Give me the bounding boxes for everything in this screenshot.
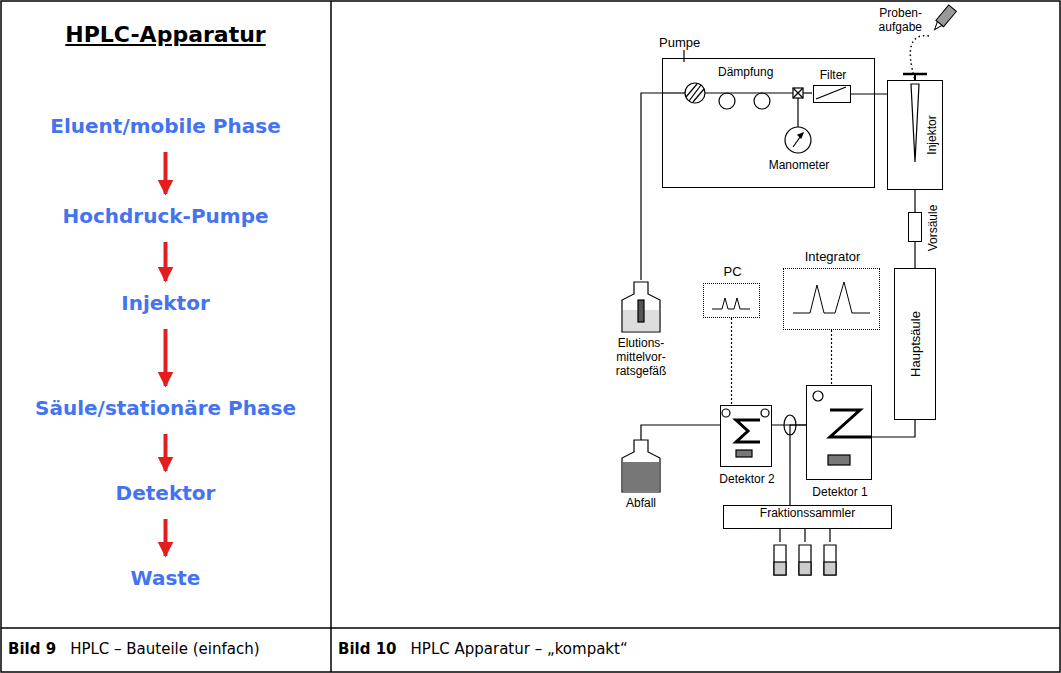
- node-label: Säule/stationäre Phase: [0, 396, 331, 420]
- syringe: [931, 5, 957, 33]
- pipe-line: [641, 93, 662, 280]
- detector-box: Detektor 1: [806, 385, 872, 480]
- fraction-collector: Fraktionssammler: [723, 505, 892, 529]
- flow-arrow: [164, 519, 168, 556]
- eluent-bottle: [622, 282, 660, 332]
- node-label: Vorsäule: [926, 205, 940, 252]
- flow-step: Waste: [0, 566, 331, 594]
- node-label: Eluent/mobile Phase: [0, 114, 331, 138]
- pipe-line: [910, 36, 929, 80]
- chromatogram: [712, 282, 870, 313]
- integrator-box: Integrator: [783, 268, 880, 330]
- pump-internals: [662, 50, 846, 153]
- caption-number: Bild 10: [338, 640, 397, 658]
- caption: Bild 10 HPLC Apparatur – „kompakt“: [338, 640, 628, 658]
- node-label: Filter: [808, 68, 858, 82]
- pipe-line: [790, 425, 806, 505]
- node-label: PC: [704, 264, 761, 279]
- injector-box: Injektor: [887, 80, 943, 190]
- node-label: Elutions- mittelvor- ratsgefäß: [606, 336, 676, 378]
- caption-number: Bild 9: [8, 640, 56, 658]
- table-divider: [330, 1, 332, 672]
- node-label: Hauptsäule: [908, 311, 923, 377]
- caption-text: HPLC Apparatur – „kompakt“: [411, 640, 628, 658]
- pipe-line: [914, 242, 915, 268]
- vials: [774, 529, 836, 575]
- caption-text: HPLC – Bauteile (einfach): [70, 640, 259, 658]
- node-label: Injektor: [925, 115, 939, 154]
- caption: Bild 9 HPLC – Bauteile (einfach): [8, 640, 260, 658]
- pipe-line: [872, 420, 915, 437]
- pc-box: PC: [703, 283, 760, 318]
- node-label: Waste: [0, 566, 331, 590]
- precolumn-box: Vorsäule: [908, 212, 922, 242]
- heading: HPLC-Apparatur: [0, 22, 331, 47]
- flow-step: Eluent/mobile Phase: [0, 114, 331, 142]
- manometer: Manometer: [759, 127, 839, 182]
- injector-internals: [903, 74, 927, 162]
- table-divider: [1, 627, 1060, 629]
- part-label: Dämpfung: [718, 65, 773, 79]
- detector-box: Detektor 2: [720, 405, 772, 467]
- node-label: Pumpe: [659, 35, 700, 50]
- flow-arrow: [164, 242, 168, 281]
- node-label: Abfall: [610, 496, 672, 510]
- node-label: Detektor 1: [797, 485, 883, 499]
- filter-box: Filter: [813, 85, 851, 103]
- waste-bottle: [622, 440, 660, 492]
- pipe-line: [914, 190, 915, 212]
- column-box: Hauptsäule: [894, 268, 936, 420]
- node-label: Injektor: [0, 291, 331, 315]
- flow-arrow: [164, 152, 168, 194]
- flow-step: Detektor: [0, 481, 331, 509]
- node-label: Detektor 2: [707, 472, 787, 486]
- node-label: Manometer: [759, 158, 839, 172]
- sample-syringe: Proben- aufgabe: [926, 4, 956, 40]
- node-label: Integrator: [784, 249, 881, 264]
- node-label: Fraktionssammler: [724, 506, 891, 520]
- flow-arrow: [164, 434, 168, 471]
- pipe-line: [851, 93, 887, 94]
- flow-step: Säule/stationäre Phase: [0, 396, 331, 424]
- node-label: Detektor: [0, 481, 331, 505]
- flow-step: Hochdruck-Pumpe: [0, 204, 331, 232]
- node-label: Hochdruck-Pumpe: [0, 204, 331, 228]
- pipe-line: [641, 425, 720, 440]
- detector-internals: [722, 391, 872, 465]
- pipe-line: [831, 330, 832, 385]
- flow-step: Injektor: [0, 291, 331, 319]
- node-label: Proben- aufgabe: [860, 6, 922, 34]
- eluent-bottle: Elutions- mittelvor- ratsgefäß: [620, 280, 662, 332]
- flow-arrow: [164, 329, 168, 386]
- pipe-line: [731, 318, 732, 405]
- waste-bottle: Abfall: [620, 440, 662, 492]
